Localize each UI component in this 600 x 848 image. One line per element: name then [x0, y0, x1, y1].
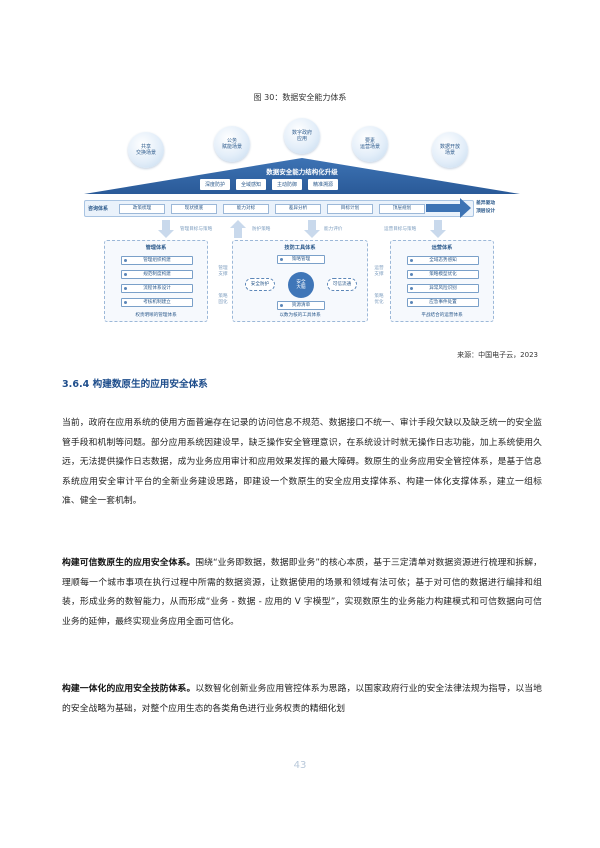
- consult-step: 能力对标: [223, 204, 269, 214]
- roof-tag: 精准溯源: [308, 179, 339, 190]
- roof-tag: 深度防护: [200, 179, 231, 190]
- management-item: 考核机制建立: [121, 298, 193, 307]
- paragraph-2-body: 围绕“业务即数据，数据即业务”的核心本质，基于三定清单对数据资源进行梳理和拆解，…: [62, 558, 542, 627]
- side-label-strategy-optimize: 策略优化: [374, 294, 384, 305]
- paragraph-3-body: 以数智化创新业务应用管控体系为思路，以国家政府行业的安全法律法规为指导，以当地的…: [62, 684, 542, 714]
- tools-system-panel: 技防工具体系 策略管理 安全防护 安全大脑 可信流通 资源清单 以数为核的工具体…: [232, 240, 368, 322]
- paragraph-3: 构建一体化的应用安全技防体系。以数智化创新业务应用管控体系为思路，以国家政府行业…: [62, 680, 542, 719]
- tools-strategy-management: 策略管理: [277, 255, 325, 264]
- figure-caption: 图 30：数据安全能力体系: [253, 93, 347, 102]
- side-label-difference-driven: 差异驱动: [476, 201, 496, 206]
- operations-system-panel: 运营体系 全域态势感知 策略模型优化 异常风险识别 应急事件处置 平战结合的运营…: [390, 240, 494, 322]
- roof-tags: 深度防护 全域感知 主动防御 精准溯源: [200, 179, 339, 190]
- consulting-label: 咨询体系: [88, 206, 109, 212]
- consulting-bar: 咨询体系 政策梳理 现状摸底 能力对标 差异分析 目标计划 顶层规划: [84, 200, 474, 217]
- paragraph-2-heading: 构建可信数原生的应用安全体系。: [62, 558, 196, 568]
- flow-label: 防护策略: [252, 227, 271, 232]
- operations-item: 异常风险识别: [407, 284, 479, 293]
- roof-shape: [84, 158, 520, 194]
- consult-step: 政策梳理: [119, 204, 165, 214]
- flow-arrows: [158, 220, 446, 238]
- tools-security-brain: 安全大脑: [288, 272, 314, 298]
- bubble-data-open: 数据开放场景: [432, 132, 468, 168]
- management-item: 管理组织构建: [121, 256, 193, 265]
- consulting-side-labels: 差异驱动 顶层设计: [476, 200, 495, 216]
- tools-resource-list: 资源清单: [277, 301, 325, 310]
- bubble-sharing-exchange: 共享交换场景: [128, 132, 164, 168]
- management-item: 规范制度构建: [121, 270, 193, 279]
- bubble-factor-operation: 要素运营场景: [352, 126, 388, 162]
- consult-step: 差异分析: [275, 204, 321, 214]
- flow-label: 运营目标与策略: [384, 227, 417, 232]
- tools-title: 技防工具体系: [284, 245, 316, 251]
- management-title: 管理体系: [145, 245, 167, 251]
- paragraph-2: 构建可信数原生的应用安全体系。围绕“业务即数据，数据即业务”的核心本质，基于三定…: [62, 554, 542, 632]
- operations-item: 应急事件处置: [407, 298, 479, 307]
- data-security-capability-diagram: 共享交换场景 公务赋能场景 数字政府应用 要素运营场景 数据开放场景 数据安全能…: [84, 118, 520, 340]
- consult-step: 现状摸底: [171, 204, 217, 214]
- operations-footer: 平战结合的运营体系: [421, 313, 463, 318]
- management-item: 流程体系设计: [121, 284, 193, 293]
- page-number: 43: [293, 760, 307, 771]
- consult-step: 顶层规划: [379, 204, 425, 214]
- flow-label: 管理目标与策略: [180, 227, 213, 232]
- paragraph-1: 当前，政府在应用系统的使用方面普遍存在记录的访问信息不规范、数据接口不统一、审计…: [62, 418, 542, 507]
- side-label-operation-support: 运营支撑: [374, 266, 384, 277]
- tools-footer: 以数为核的工具体系: [279, 313, 321, 318]
- tools-trusted-circulation: 可信流通: [327, 278, 357, 291]
- flow-label: 能力评价: [324, 227, 343, 232]
- management-system-panel: 管理体系 管理组织构建 规范制度构建 流程体系设计 考核机制建立 权责明晰的管理…: [104, 240, 208, 322]
- operations-item: 全域态势感知: [407, 256, 479, 265]
- arrow-right-icon: [426, 198, 471, 218]
- roof-tag: 全域感知: [236, 179, 267, 190]
- operations-title: 运营体系: [431, 245, 453, 251]
- section-title: 3.6.4 构建数原生的应用安全体系: [62, 379, 208, 390]
- consulting-system-row: 咨询体系 政策梳理 现状摸底 能力对标 差异分析 目标计划 顶层规划 差异驱动 …: [84, 198, 520, 218]
- tools-security-protection: 安全防护: [245, 278, 275, 291]
- figure-source: 来源：中国电子云，2023: [457, 351, 538, 359]
- roof-title: 数据安全能力结构化升级: [266, 168, 338, 176]
- bubble-public-service: 公务赋能场景: [214, 126, 250, 162]
- side-label-top-design: 顶层设计: [476, 209, 496, 214]
- roof-tag: 主动防御: [272, 179, 303, 190]
- consult-step: 目标计划: [327, 204, 373, 214]
- management-footer: 权责明晰的管理体系: [135, 313, 177, 318]
- paragraph-3-heading: 构建一体化的应用安全技防体系。: [62, 684, 196, 694]
- bubble-digital-government: 数字政府应用: [284, 118, 320, 154]
- operations-item: 策略模型优化: [407, 270, 479, 279]
- side-label-management-support: 管理支撑: [218, 266, 228, 277]
- side-label-strategy-solidify: 策略固化: [218, 294, 228, 305]
